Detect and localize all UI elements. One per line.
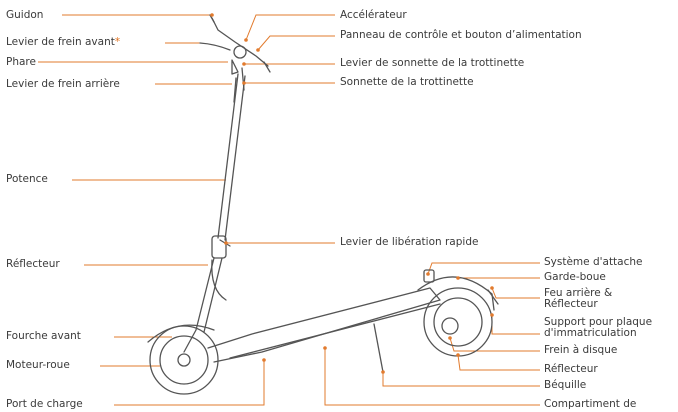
label-levier-frein-avant: Levier de frein avant* [6,37,120,48]
label-support-plaque: Support pour plaque d'immatriculation [544,316,653,339]
label-levier-frein-avant-text: Levier de frein avant [6,36,115,48]
leader-lines [38,14,540,406]
leader-panneau [257,35,335,51]
label-levier-frein-avant-mark: * [114,36,121,48]
folding-clamp [211,235,227,259]
label-sonnette: Sonnette de la trottinette [340,76,474,88]
label-phare: Phare [6,56,36,68]
leader-feu-arriere [491,287,540,299]
deck [207,287,441,363]
label-panneau-controle: Panneau de contrôle et bouton d’alimenta… [340,29,582,41]
leader-support-plaque [491,315,540,335]
label-guidon: Guidon [6,9,44,21]
stem [217,73,246,241]
control-panel [233,45,247,59]
leader-accelerateur [245,14,335,41]
label-moteur-roue: Moteur-roue [6,359,70,371]
leader-compartiment [324,348,540,406]
headlight [231,59,239,75]
leader-bequille [382,372,540,387]
label-accelerateur: Accélérateur [340,9,407,21]
front-fender [147,324,215,343]
leader-reflecteur-droit [457,354,540,371]
disc-brake [441,317,459,335]
label-garde-boue: Garde-boue [544,271,606,283]
leader-frein-disque [449,337,540,352]
kickstand [373,323,384,373]
label-fourche-avant: Fourche avant [6,330,81,342]
label-levier-frein-arriere: Levier de frein arrière [6,78,120,90]
front-wheel [149,325,219,395]
label-feu-arriere: Feu arrière & Réflecteur [544,287,613,310]
leader-systeme-attache [427,262,540,275]
label-potence: Potence [6,173,48,185]
label-port-de-charge: Port de charge [6,398,83,410]
label-levier-liberation: Levier de libération rapide [340,236,479,248]
label-bequille: Béquille [544,379,587,391]
label-frein-disque: Frein à disque [544,344,618,356]
label-reflecteur-gauche: Réflecteur [6,258,60,270]
brake-lever [199,42,231,51]
label-levier-sonnette: Levier de sonnette de la trottinette [340,57,525,69]
scooter-body [147,14,499,395]
label-reflecteur-droit: Réflecteur [544,363,598,375]
front-fork [183,257,223,353]
leader-port-de-charge [114,360,265,406]
label-systeme-attache: Système d'attache [544,256,643,268]
leader-dots [210,13,494,374]
label-compartiment: Compartiment de [544,398,637,410]
handlebar [211,17,269,67]
